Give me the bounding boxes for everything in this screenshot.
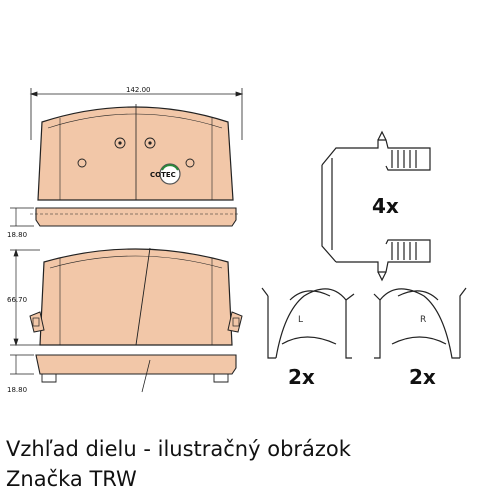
upper-brake-pad: COTEC (37, 104, 234, 201)
upper-pad-edge (30, 207, 240, 227)
height-dimension (10, 248, 40, 347)
wear-sensor-left-icon (29, 311, 45, 333)
height-dimension-label: 66.70 (7, 296, 27, 304)
edge-dimension-top-label: 18.80 (7, 231, 27, 239)
rivet-hole-icon (185, 158, 195, 168)
spring-right-quantity: 2x (409, 365, 436, 389)
image-disclaimer: Vzhľad dielu - ilustračný obrázok (6, 437, 351, 461)
brand-label: Značka TRW (6, 467, 137, 491)
brake-pad-drawing: 142.00 (7, 86, 467, 394)
lower-brake-pad (29, 247, 243, 346)
rivet-hole-icon (77, 158, 87, 168)
spring-left-icon (261, 287, 355, 359)
spring-right-side-label: R (420, 315, 426, 325)
pad-slot-line (135, 247, 151, 346)
lower-pad-edge (35, 354, 237, 393)
width-dimension-label: 142.00 (126, 86, 151, 94)
retaining-clip-icon (321, 130, 431, 282)
technical-drawing: 142.00 (7, 86, 467, 394)
clip-quantity: 4x (372, 194, 399, 218)
width-dimension (29, 88, 244, 140)
spring-left-side-label: L (298, 315, 303, 325)
edge-dimension-top (10, 207, 34, 227)
wear-sensor-right-icon (227, 311, 243, 333)
spring-left-quantity: 2x (288, 365, 315, 389)
cotec-logo-icon: COTEC (150, 163, 181, 185)
cotec-logo-text: COTEC (150, 171, 176, 179)
edge-dimension-bottom-label: 18.80 (7, 386, 27, 394)
edge-dimension-bottom (10, 354, 34, 375)
spring-right-icon (373, 287, 467, 359)
